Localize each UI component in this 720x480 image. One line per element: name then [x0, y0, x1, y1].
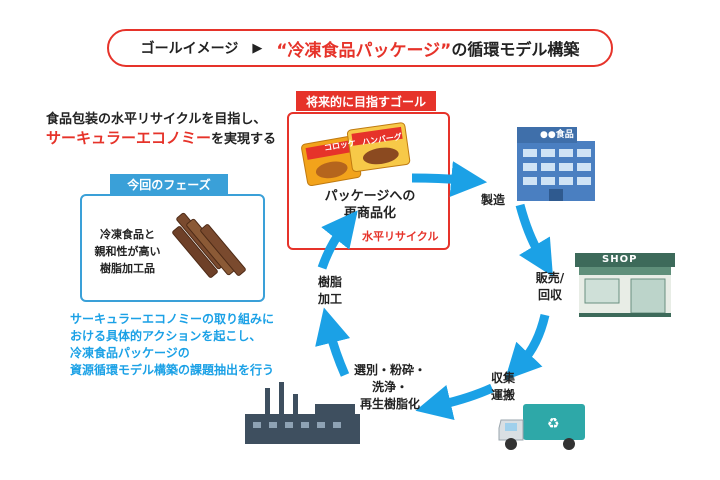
goal-tag: 将来的に目指すゴール	[296, 91, 436, 111]
step-sales: 販売/ 回収	[528, 270, 572, 304]
phase-text-line2: 親和性が高い	[94, 245, 161, 258]
title-highlight: “冷凍食品パッケージ”	[276, 40, 452, 61]
step-manufacture: 製造	[480, 193, 505, 207]
recycling-plant-icon	[245, 382, 360, 444]
goal-text-line1: パッケージへの	[324, 189, 416, 204]
title-prefix: ゴールイメージ	[140, 41, 239, 57]
step-sorting-line2: 洗浄・	[371, 380, 408, 394]
shop-sign: SHOP	[602, 254, 638, 265]
description-line2-rest: を実現する	[211, 132, 277, 147]
step-sorting-line1: 選別・粉砕・	[353, 363, 426, 377]
description-line1: 食品包装の水平リサイクルを目指し、	[46, 112, 267, 127]
factory-building-icon	[517, 127, 595, 201]
phase-text: 冷凍食品と 親和性が高い 樹脂加工品	[90, 226, 165, 277]
step-resin-line1: 樹脂	[317, 275, 342, 289]
bottom-line2: おける具体的アクションを起こし、	[70, 329, 262, 343]
svg-text:♻: ♻	[547, 416, 560, 432]
title-arrow: ▶	[252, 40, 263, 56]
bottom-description: サーキュラーエコノミーの取り組みに おける具体的アクションを起こし、 冷凍食品パ…	[70, 311, 320, 379]
step-collection-line1: 収集	[490, 371, 515, 385]
phase-tag: 今回のフェーズ	[110, 174, 228, 194]
bottom-line4: 資源循環モデル構築の課題抽出を行う	[70, 363, 275, 377]
phase-text-line3: 樹脂加工品	[100, 262, 155, 275]
arrow-to-sales	[515, 203, 553, 277]
step-resin: 樹脂 加工	[314, 274, 346, 308]
step-collection: 収集 運搬	[485, 370, 521, 404]
arrow-to-sorting	[415, 383, 494, 421]
description-highlight: サーキュラーエコノミー	[46, 129, 212, 147]
arrow-to-goal	[317, 210, 358, 270]
title-suffix: の循環モデル構築	[451, 40, 580, 59]
page-title: ゴールイメージ ▶ “冷凍食品パッケージ” の循環モデル構築	[107, 29, 613, 67]
frozen-food-package-icon	[301, 122, 411, 187]
goal-sub-label: 水平リサイクル	[362, 230, 439, 243]
step-collection-line2: 運搬	[490, 388, 515, 402]
phase-box	[80, 194, 265, 302]
arrow-to-resin	[315, 307, 351, 377]
garbage-truck-icon: ♻	[498, 404, 585, 450]
step-sales-line2: 回収	[537, 288, 562, 302]
shop-icon	[575, 253, 675, 317]
arrow-to-manufacture	[411, 161, 488, 197]
arrow-to-collection	[504, 313, 550, 381]
step-sorting: 選別・粉砕・ 洗浄・ 再生樹脂化	[344, 362, 436, 413]
bottom-line3: 冷凍食品パッケージの	[70, 346, 190, 360]
bottom-line1: サーキュラーエコノミーの取り組みに	[70, 312, 275, 326]
resin-sticks-icon	[172, 212, 246, 278]
factory-sign: ●●食品	[540, 130, 574, 140]
description: 食品包装の水平リサイクルを目指し、 サーキュラーエコノミーを実現する	[46, 111, 286, 149]
step-sorting-line3: 再生樹脂化	[359, 397, 420, 411]
step-resin-line2: 加工	[317, 292, 342, 306]
step-sales-line1: 販売/	[535, 271, 565, 285]
phase-text-line1: 冷凍食品と	[100, 228, 155, 241]
